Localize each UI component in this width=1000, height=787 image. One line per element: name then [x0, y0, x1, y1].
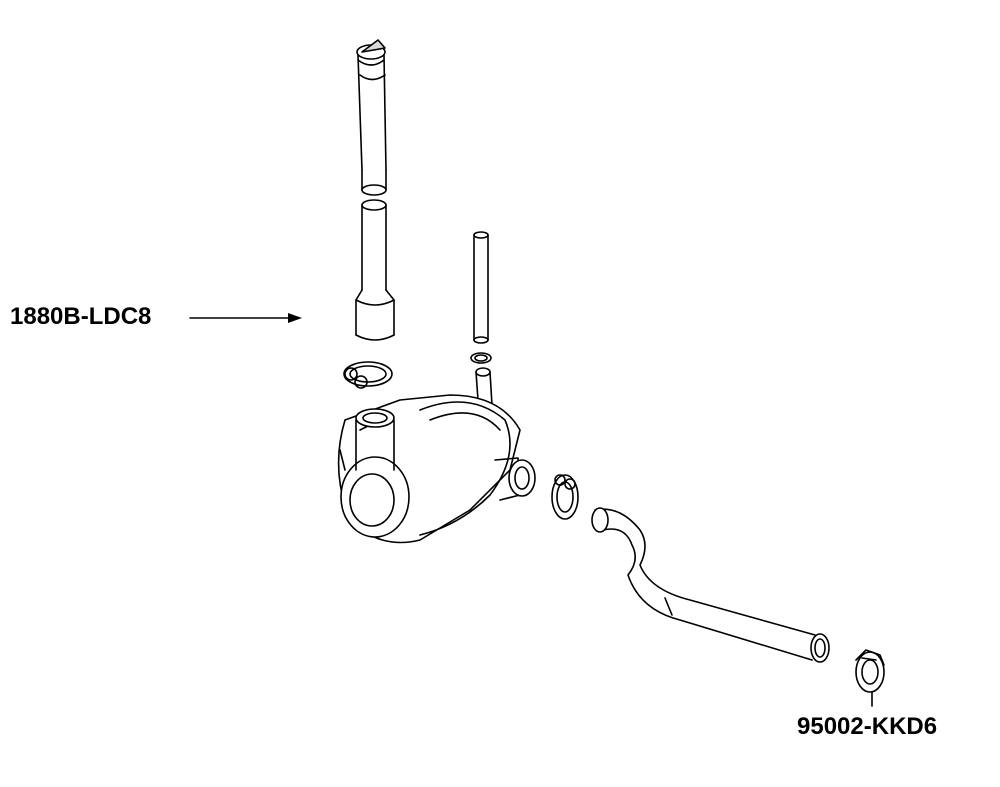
ring-clip-right: [551, 474, 579, 520]
lower-tube-part: [355, 199, 395, 341]
small-tube: [470, 231, 492, 364]
curved-hose: [591, 507, 830, 663]
upper-tube: [356, 39, 387, 196]
ring-clip-left: [343, 361, 393, 389]
callout-label: 95002-KKD6: [797, 713, 938, 740]
callout-label: 1880B-LDC8: [10, 303, 152, 330]
leader-arrow: [189, 313, 302, 323]
main-body: [337, 367, 536, 544]
hose-clamp-part: [855, 649, 885, 707]
